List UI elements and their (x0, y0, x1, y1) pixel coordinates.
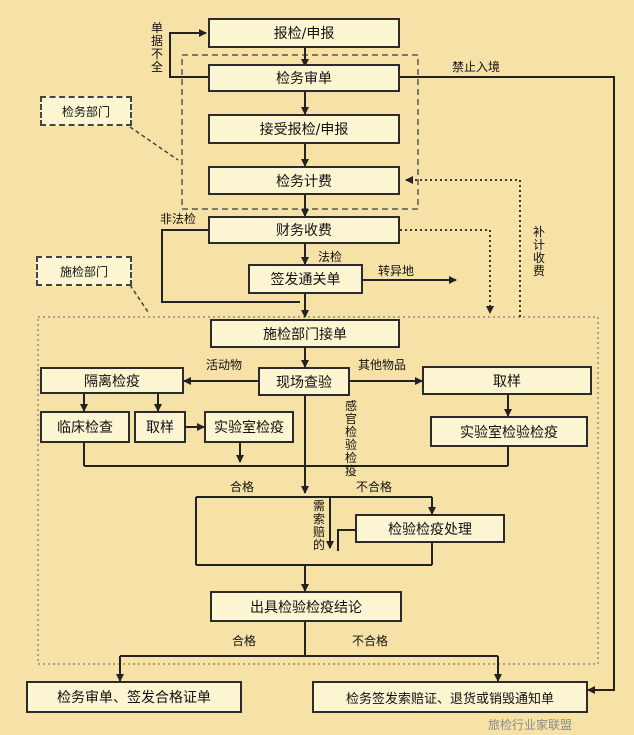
label-incomplete-docs: 单据不全 (150, 21, 163, 74)
label-qualified-2: 合格 (232, 634, 257, 648)
label-live-animals: 活动物 (206, 358, 243, 372)
label-unqualified-2: 不合格 (352, 634, 389, 648)
inspection-affairs-region (181, 54, 419, 210)
node-onsite: 现场查验 (258, 367, 350, 396)
label-qualified-1: 合格 (230, 480, 255, 494)
node-lab-left: 实验室检疫 (204, 411, 294, 443)
node-final-pass: 检务审单、签发合格证单 (26, 681, 242, 713)
node-final-fail: 检务签发索赔证、退货或销毁通知单 (312, 681, 588, 713)
node-lab-right: 实验室检验检疫 (430, 416, 588, 447)
label-claim-needed: 需索赔的 (312, 499, 325, 552)
node-sample-right: 取样 (422, 366, 592, 395)
callout-inspection-dept: 施检部门 (36, 256, 132, 286)
inspection-dept-region (37, 316, 599, 665)
node-accept: 接受报检/申报 (208, 114, 400, 144)
label-entry-banned: 禁止入境 (452, 60, 501, 74)
connectors (80, 29, 615, 694)
label-other-goods: 其他物品 (358, 358, 407, 372)
node-treatment: 检验检疫处理 (355, 514, 505, 543)
node-clinical: 临床检查 (40, 411, 130, 443)
label-sensory-inspection: 感官检验检疫 (344, 399, 357, 478)
node-payment: 财务收费 (208, 216, 400, 244)
node-sample-left: 取样 (134, 411, 186, 443)
label-transfer: 转异地 (378, 264, 415, 278)
node-isolation: 隔离检疫 (40, 367, 184, 394)
dotted-connectors (400, 176, 521, 317)
label-non-legal: 非法检 (160, 212, 197, 226)
node-clearance: 签发通关单 (248, 264, 363, 294)
callout-tail-dept (129, 284, 149, 313)
node-dept-receive: 施检部门接单 (210, 319, 400, 348)
callout-tail-affairs (129, 126, 179, 161)
node-review: 检务审单 (208, 64, 400, 92)
node-report: 报检/申报 (208, 18, 400, 48)
label-unqualified-1: 不合格 (356, 480, 393, 494)
watermark: 旅检行业家联盟 (488, 718, 573, 732)
callout-inspection-affairs: 检务部门 (40, 96, 132, 126)
node-fee: 检务计费 (208, 166, 400, 195)
label-supplement-fee: 补计收费 (532, 225, 545, 278)
label-legal: 法检 (318, 250, 343, 264)
node-conclusion: 出具检验检疫结论 (210, 591, 402, 622)
